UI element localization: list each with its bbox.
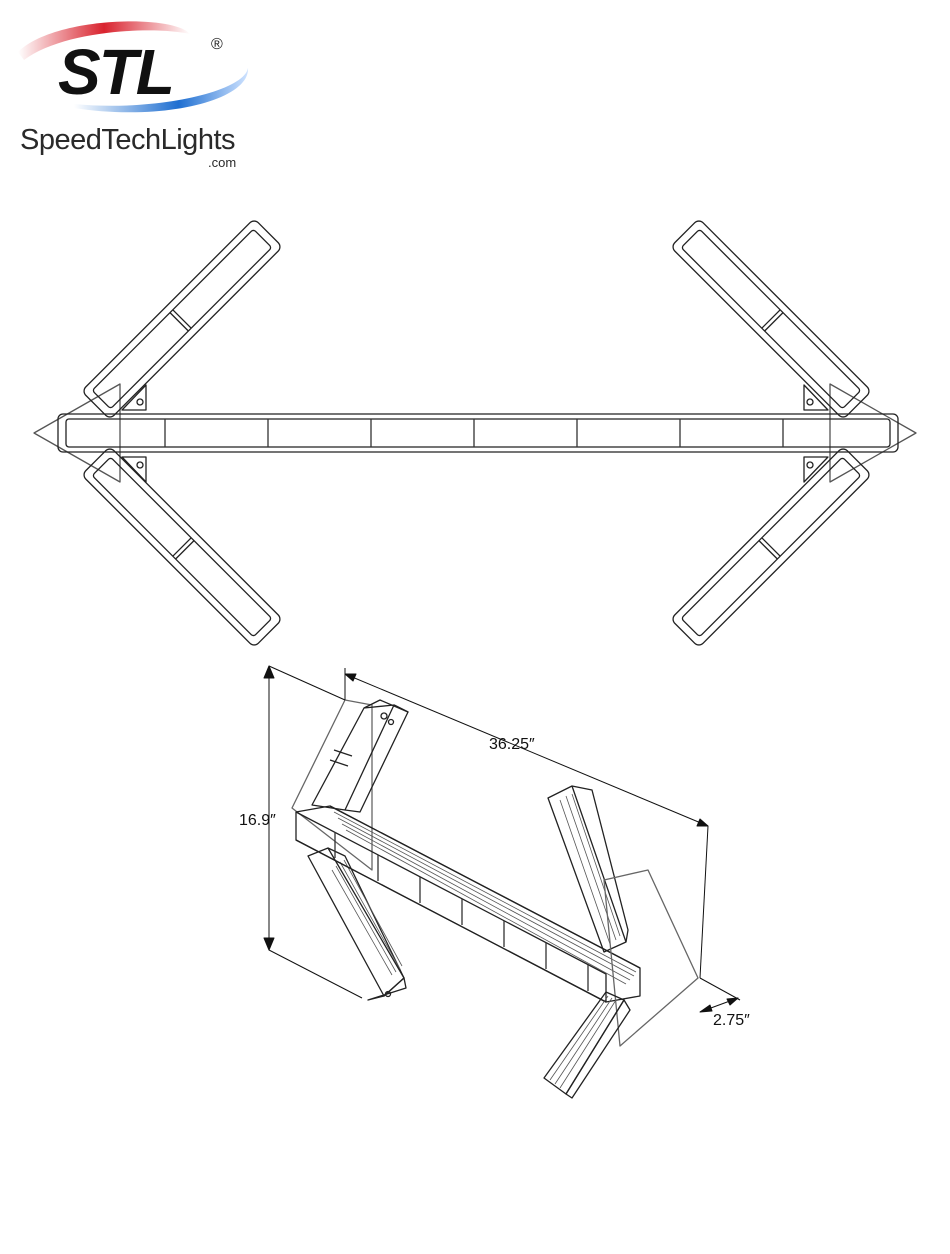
arm-lower-right bbox=[671, 447, 872, 648]
dimension-height-label: 16.9″ bbox=[239, 812, 276, 830]
iso-center-bar bbox=[296, 806, 640, 1002]
iso-arm-lower-right bbox=[544, 992, 630, 1098]
iso-arm-upper-left bbox=[312, 700, 408, 812]
top-view bbox=[34, 219, 916, 648]
arm-upper-right bbox=[671, 219, 872, 420]
dimension-length-label: 36.25″ bbox=[489, 736, 535, 754]
center-bar bbox=[58, 414, 898, 452]
iso-arm-upper-right bbox=[548, 786, 628, 952]
isometric-view bbox=[264, 666, 740, 1098]
dimension-line-depth bbox=[700, 978, 740, 1012]
dimension-line-height bbox=[264, 666, 362, 998]
center-bar-segments bbox=[165, 419, 783, 447]
dimension-depth-label: 2.75″ bbox=[713, 1012, 750, 1030]
dimension-line-length bbox=[345, 668, 708, 978]
